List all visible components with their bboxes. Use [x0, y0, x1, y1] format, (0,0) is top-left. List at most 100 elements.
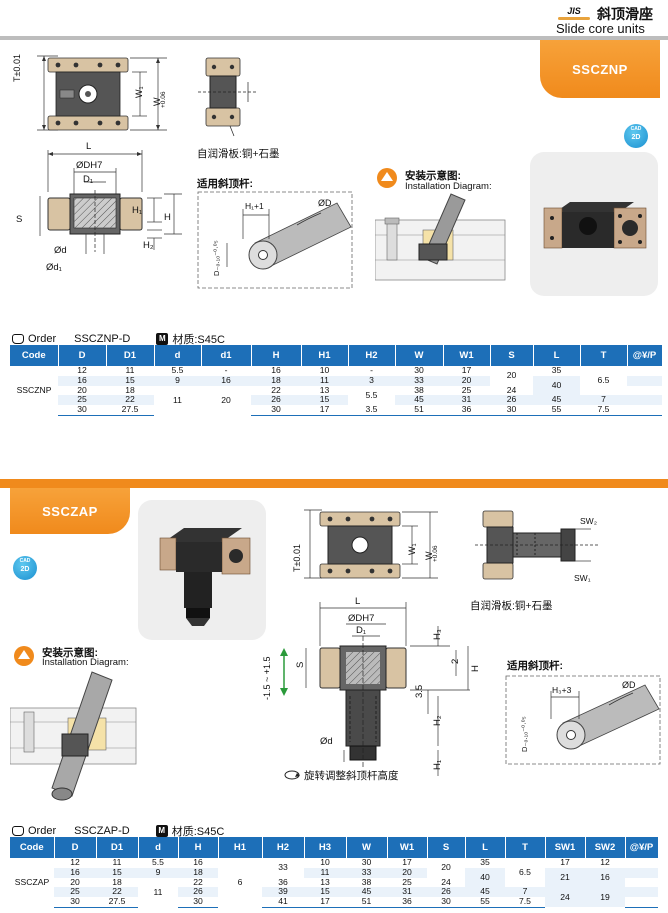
table-cell: 17 — [304, 896, 346, 908]
table-cell: 20 — [70, 876, 80, 887]
table-cell: 30 — [414, 365, 424, 375]
table-cell: 22 — [106, 395, 154, 406]
ssczap-installation-drawing — [10, 671, 137, 801]
dim-dh7: ØDH7 — [76, 160, 103, 171]
section-divider — [0, 479, 668, 488]
table-cell: 5.5 — [171, 365, 184, 375]
table-header-cell: L — [465, 837, 506, 858]
installation-icon — [14, 646, 34, 666]
jis-badge-text: JIS — [567, 6, 581, 16]
table-price-cell — [625, 867, 658, 878]
table-cell: 25 — [54, 887, 96, 898]
table-cell: 11 — [125, 365, 135, 375]
table-cell: 9 — [138, 867, 178, 878]
table-cell: 15 — [96, 867, 138, 878]
dim-d1-small: Ød₁ — [46, 262, 62, 273]
table-cell: 16 — [201, 375, 251, 386]
table-code-cell: SSCZNP — [10, 366, 58, 416]
table-cell: 9 — [154, 375, 201, 386]
table-cell: 24 — [441, 876, 451, 887]
table-cell: 12 — [70, 857, 80, 867]
table-cell: 11 — [153, 887, 163, 898]
table-cell: 24 — [506, 384, 517, 395]
sscznp-top-view-drawing — [37, 55, 167, 131]
dim-l: L — [86, 141, 92, 152]
table-header-cell: @¥/P — [627, 345, 663, 366]
table-cell: 3.5 — [348, 404, 395, 416]
table-header-cell: Code — [10, 837, 55, 858]
table-header-cell: S — [427, 837, 466, 858]
table-cell: 40 — [465, 867, 505, 888]
table-cell: 5.5 — [152, 857, 164, 867]
table-header-cell: D — [54, 837, 97, 858]
rotate-icon — [284, 770, 300, 780]
table-header-cell: d — [154, 345, 202, 366]
table-cell: 13 — [319, 384, 330, 395]
table-cell: 26 — [251, 395, 301, 406]
table-cell: 20 — [506, 370, 517, 381]
install-title-en-2: Installation Diagram: — [42, 657, 129, 668]
table-row: SSCZNP 12 11 5.5 - 16 10 - 30 17 20 35 6… — [10, 365, 662, 416]
table-cell: 7 — [505, 887, 545, 898]
table-cell: 41 — [262, 896, 304, 908]
table-row: 25 22 26 39 15 45 31 26 45 7 24 19 — [10, 887, 658, 908]
order-code: SSCZNP-D — [74, 333, 131, 345]
dim-w1-2: W₁ — [407, 543, 417, 555]
table-cell: 6 — [218, 858, 262, 908]
dim-t-tolerance-2: T±0.01 — [292, 544, 302, 572]
table-header-cell: @¥/P — [625, 837, 659, 858]
table-cell: 26 — [427, 887, 465, 898]
table-cell: 25 — [402, 876, 412, 887]
table-cell: 16 — [193, 857, 203, 867]
table-cell: 35 — [480, 857, 490, 867]
ejector-label-2: 适用斜顶杆: — [507, 660, 563, 672]
table-row: 16 15 9 18 11 33 20 40 21 16 — [10, 867, 658, 888]
table-header-cell: Code — [10, 345, 59, 366]
dim-adjust-range: -1.5 ~ +1.5 — [262, 656, 272, 700]
table-cell: 24 — [545, 887, 585, 908]
table-cell: 17 — [402, 857, 412, 867]
table-header-cell: L — [533, 345, 581, 366]
material-text: 材质:S45C — [172, 334, 225, 346]
table-cell: 33 — [346, 867, 387, 878]
table-cell: 18 — [178, 867, 218, 878]
sscznp-installation-drawing — [375, 193, 506, 281]
dim-two: 2 — [450, 658, 461, 664]
dim-three-five: 3.5 — [414, 684, 425, 698]
page-title-en: Slide core units — [556, 21, 645, 36]
dim-od: ØD — [318, 198, 332, 208]
table-cell: 7.5 — [580, 404, 627, 416]
table-cell: 51 — [395, 404, 443, 416]
dim-h3-plus-3: H₃+3 — [552, 685, 572, 695]
table-cell: 16 — [271, 365, 281, 375]
table-price-cell — [627, 405, 662, 416]
table-cell: 20 — [221, 395, 231, 406]
table-cell: 10 — [319, 365, 330, 375]
table-header-cell: H — [178, 837, 219, 858]
table-price-cell — [625, 858, 658, 868]
table-cell: 30 — [490, 404, 533, 416]
table-cell: 7 — [580, 395, 627, 406]
table-price-cell — [627, 366, 662, 376]
table-header-cell: D1 — [106, 345, 155, 366]
install-title-cn: 安装示意图: — [405, 170, 461, 182]
table-header-cell: SW2 — [585, 837, 626, 858]
table-cell: 16 — [58, 375, 106, 386]
order-label: Order — [28, 333, 57, 345]
cad-2d-icon[interactable]: CAD 2D — [624, 124, 648, 148]
install-title-en: Installation Diagram: — [405, 181, 492, 192]
table-cell: 26 — [178, 887, 218, 898]
table-cell: 45 — [346, 887, 387, 898]
table-cell: 36 — [387, 896, 427, 908]
table-cell: 38 — [414, 384, 424, 395]
table-header-cell: H3 — [304, 837, 347, 858]
cad-2d-icon[interactable]: CAD 2D — [13, 556, 37, 580]
table-cell: 25 — [461, 384, 472, 395]
table-cell: 55 — [533, 404, 580, 416]
header-divider — [0, 36, 668, 40]
table-cell: 5.5 — [365, 389, 378, 400]
dim-h1-plus-1: H₁+1 — [245, 201, 264, 211]
table-cell: 11 — [304, 867, 346, 878]
